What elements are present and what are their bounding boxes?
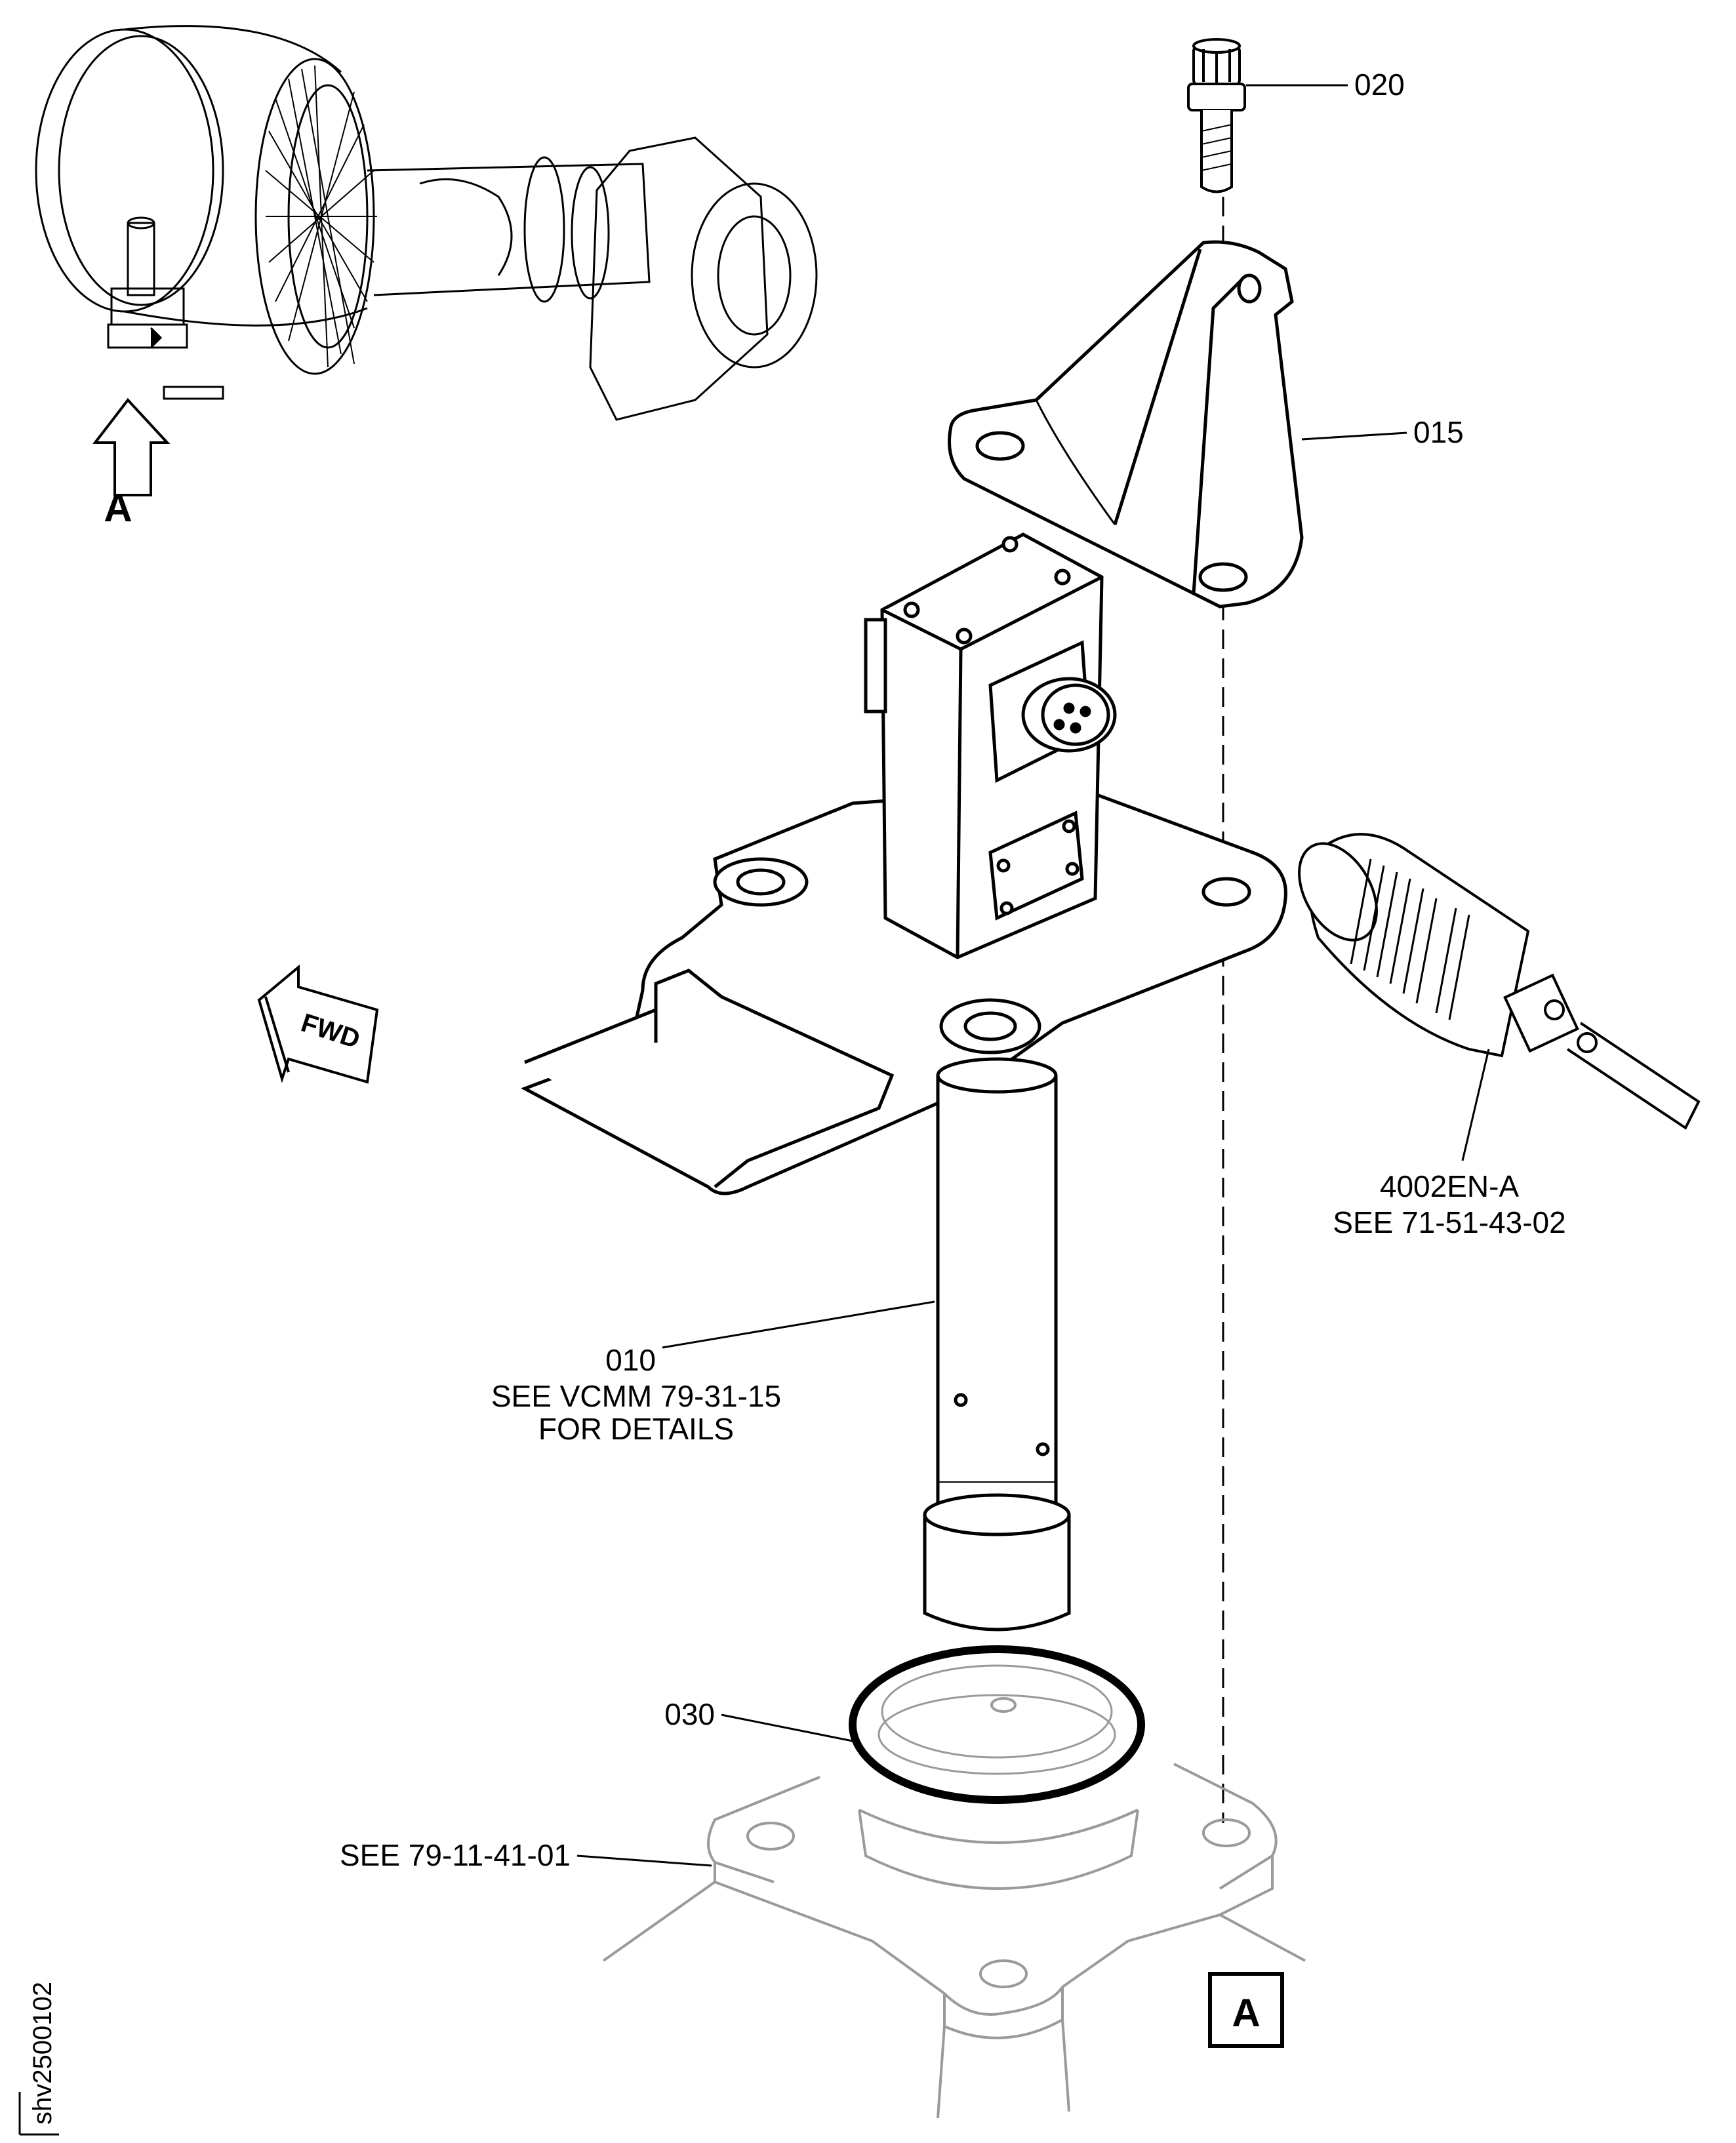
callout-010: 010	[605, 1343, 656, 1377]
callout-015: 015	[1413, 415, 1464, 449]
sensor-assembly-010	[520, 532, 1287, 1632]
sheet-id: shv2500102	[28, 1982, 57, 2125]
o-ring-030	[849, 1645, 1145, 1804]
view-a-box	[1208, 1972, 1284, 2048]
callout-base-ref: SEE 79-11-41-01	[340, 1838, 571, 1872]
view-arrow-label: A	[104, 486, 132, 530]
callout-010-note-1: SEE VCMM 79-31-15	[491, 1379, 781, 1413]
callout-connector-ref: SEE 71-51-43-02	[1333, 1205, 1565, 1239]
harness-connector	[1298, 833, 1701, 1130]
engine-locator-view	[35, 25, 818, 421]
bolt-020	[1187, 38, 1246, 193]
fwd-label: FWD	[298, 1009, 363, 1054]
bracket-015	[948, 240, 1304, 609]
view-a-arrow-icon	[92, 397, 171, 496]
fwd-arrow-icon	[257, 964, 379, 1084]
sheet-id-marker	[18, 2092, 59, 2136]
mounting-base	[602, 1697, 1306, 2119]
callout-030: 030	[664, 1697, 715, 1731]
view-a-box-label: A	[1232, 1991, 1260, 2035]
callout-010-note-2: FOR DETAILS	[538, 1412, 734, 1446]
callout-020: 020	[1354, 68, 1405, 102]
callout-connector-id: 4002EN-A	[1380, 1169, 1520, 1203]
